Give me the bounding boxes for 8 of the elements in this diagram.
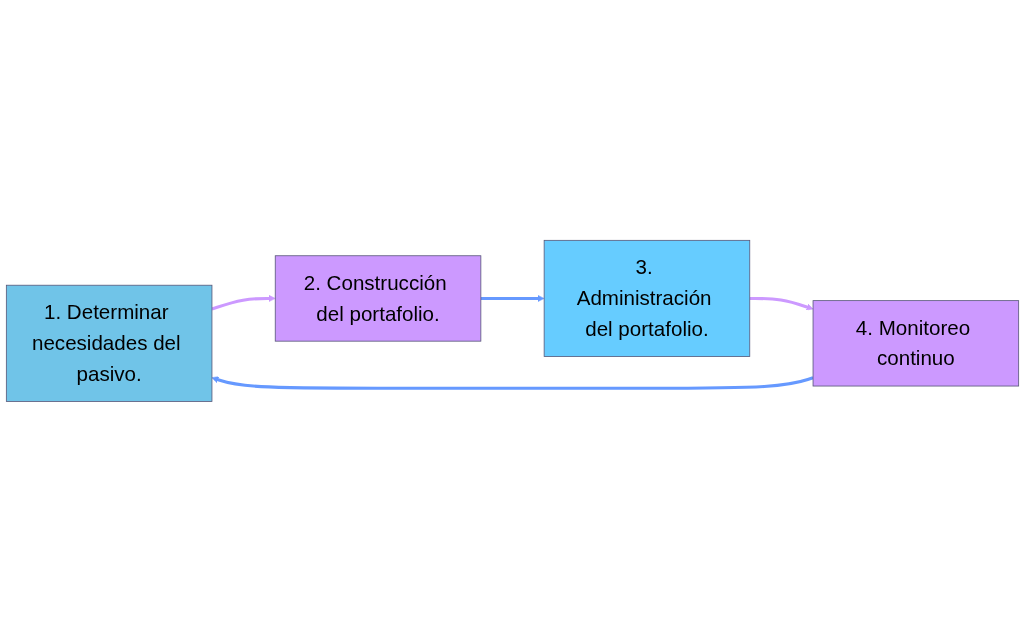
node-box: 3. Administración del portafolio. [543,240,751,358]
arrow [480,295,545,303]
arrow [211,295,276,311]
arrow [211,376,814,390]
arrow [749,296,814,311]
node-box: 4. Monitoreo continuo [812,300,1020,387]
node-box: 1. Determinar necesidades del pasivo. [5,284,213,402]
node-box: 2. Construcción del portafolio. [274,255,482,342]
